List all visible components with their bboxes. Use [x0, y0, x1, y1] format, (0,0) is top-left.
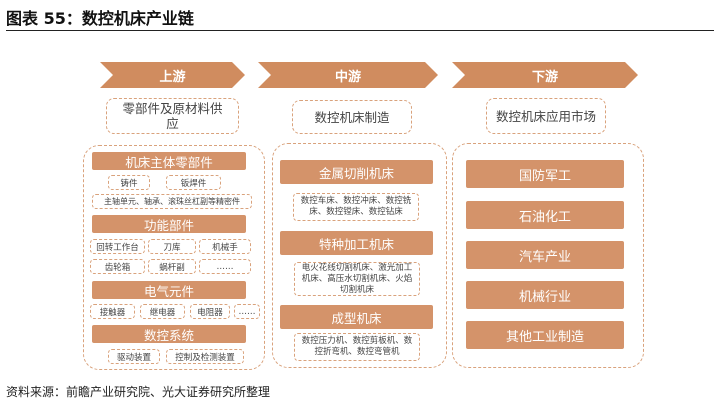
midstream-detail: 数控压力机、数控剪板机、数控折弯机、数控弯管机 [294, 333, 420, 361]
upstream-group-header: 机床主体零部件 [92, 152, 246, 170]
chevron-midstream-label: 中游 [334, 69, 361, 85]
midstream-detail: 数控车床、数控冲床、数控铣床、数控镗床、数控钻床 [293, 193, 419, 221]
upstream-chip: 刀库 [148, 239, 196, 254]
midstream-desc: 数控机床制造 [292, 100, 412, 134]
downstream-item: 机械行业 [466, 281, 624, 309]
downstream-desc-text: 数控机床应用市场 [495, 108, 596, 124]
upstream-group-header: 功能部件 [92, 215, 246, 233]
downstream-item: 石油化工 [466, 201, 624, 229]
upstream-chip: 蜗杆副 [148, 259, 196, 274]
chevron-midstream: 中游 [258, 62, 438, 88]
upstream-chip: 齿轮箱 [90, 259, 145, 274]
midstream-group-header: 金属切削机床 [280, 160, 433, 184]
downstream-item: 国防军工 [466, 160, 624, 188]
chevron-upstream-label: 上游 [159, 69, 186, 85]
figure-title: 图表 55：数控机床产业链 [6, 9, 194, 28]
upstream-group-header: 电气元件 [92, 281, 246, 299]
midstream-group-header: 特种加工机床 [280, 231, 433, 255]
midstream-desc-text: 数控机床制造 [314, 109, 390, 125]
upstream-chip: 主轴单元、轴承、滚珠丝杠副等精密件 [92, 194, 252, 209]
chevron-downstream-label: 下游 [531, 69, 558, 85]
downstream-item: 其他工业制造 [466, 321, 624, 349]
upstream-desc: 零部件及原材料供应 [106, 98, 239, 134]
chevron-downstream: 下游 [452, 62, 638, 88]
midstream-group-header: 成型机床 [280, 305, 433, 329]
upstream-desc-text: 零部件及原材料供应 [122, 101, 223, 131]
upstream-chip: 继电器 [140, 304, 185, 319]
title-rule [6, 30, 714, 31]
chevron-upstream: 上游 [100, 62, 245, 88]
midstream-detail: 电火花线切割机床、激光加工机床、高压水切割机床、火焰切割机床 [294, 262, 420, 296]
upstream-chip: 铸件 [108, 175, 150, 190]
upstream-chip: 钣焊件 [166, 175, 221, 190]
upstream-chip: 控制及检测装置 [166, 349, 244, 364]
source-note: 资料来源：前瞻产业研究院、光大证券研究所整理 [6, 385, 271, 399]
upstream-chip: …… [234, 304, 260, 319]
downstream-item: 汽车产业 [466, 241, 624, 269]
upstream-group-header: 数控系统 [92, 325, 246, 343]
upstream-chip: 回转工作台 [90, 239, 145, 254]
upstream-chip: 接触器 [90, 304, 135, 319]
upstream-chip: 机械手 [199, 239, 251, 254]
upstream-chip: 电阻器 [190, 304, 230, 319]
upstream-chip: 驱动装置 [108, 349, 160, 364]
downstream-desc: 数控机床应用市场 [486, 98, 606, 134]
upstream-chip: …… [199, 259, 251, 274]
